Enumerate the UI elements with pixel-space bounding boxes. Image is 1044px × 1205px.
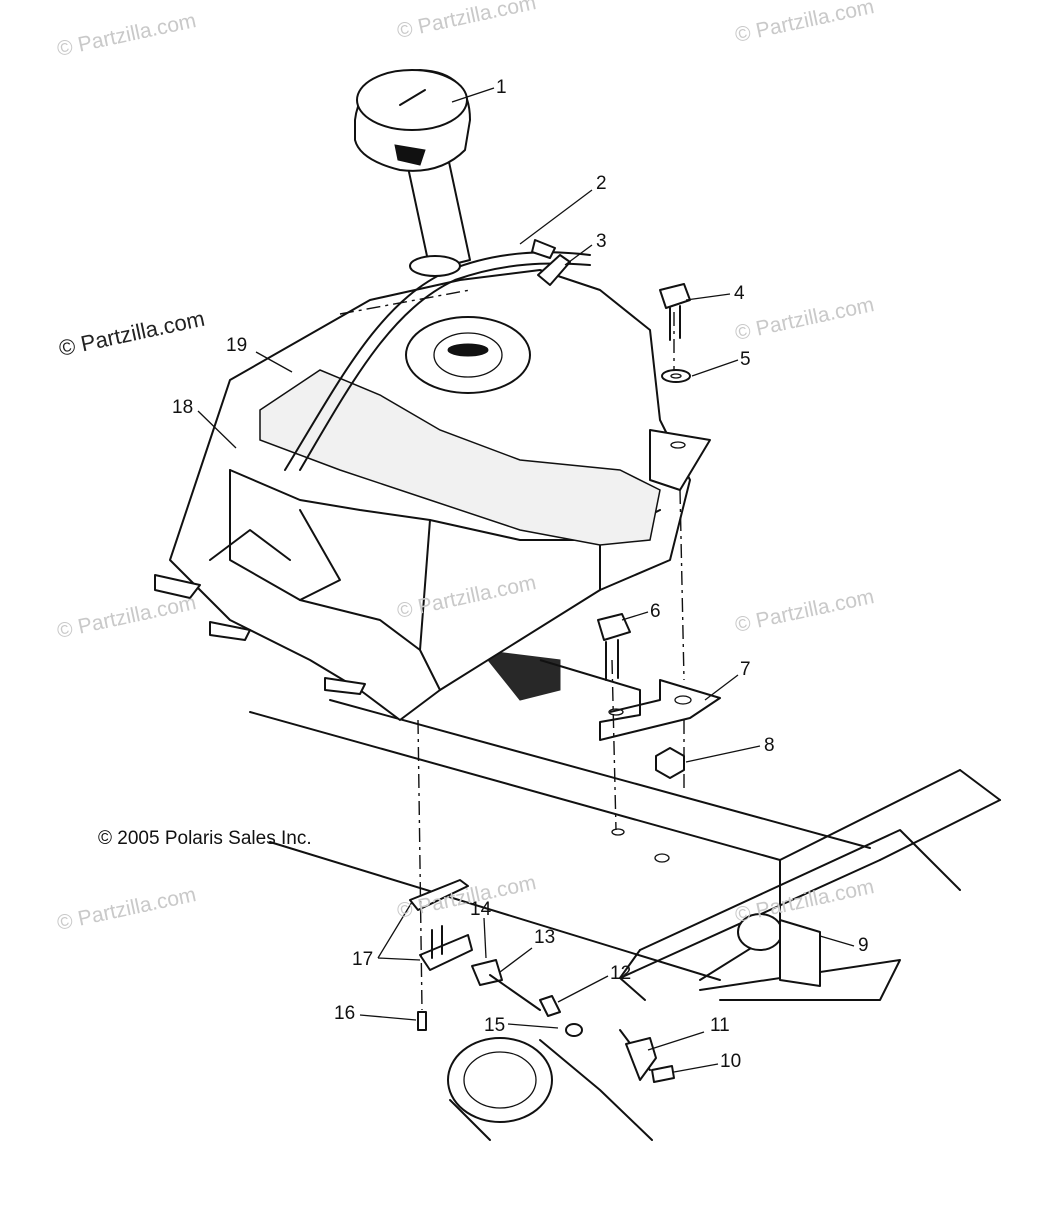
callout-1: 1 <box>496 77 507 98</box>
bolt-washer-drawing <box>659 283 691 383</box>
callout-6: 6 <box>650 601 661 622</box>
fitting-drawing <box>531 239 571 286</box>
callout-13: 13 <box>534 927 556 948</box>
callout-12: 12 <box>610 963 632 984</box>
callout-2: 2 <box>596 173 607 194</box>
callout-3: 3 <box>596 231 607 252</box>
callout-8: 8 <box>764 735 775 756</box>
callout-10: 10 <box>720 1051 742 1072</box>
callout-18: 18 <box>172 397 194 418</box>
callout-15: 15 <box>484 1015 506 1036</box>
callout-16: 16 <box>334 1003 356 1024</box>
tube-drawing <box>447 1037 553 1141</box>
callout-4: 4 <box>734 283 745 304</box>
callout-9: 9 <box>858 935 869 956</box>
bracket-drawing <box>478 649 721 741</box>
decal-drawing <box>737 913 821 987</box>
petcock-drawing <box>409 879 675 1083</box>
copyright-notice: © 2005 Polaris Sales Inc. <box>98 828 312 849</box>
callout-19: 19 <box>226 335 248 356</box>
callout-5: 5 <box>740 349 751 370</box>
leader-lines <box>197 87 855 1073</box>
callout-7: 7 <box>740 659 751 680</box>
callout-17: 17 <box>352 949 374 970</box>
callout-11: 11 <box>710 1015 730 1036</box>
center-lines <box>339 289 685 1011</box>
callout-14: 14 <box>470 899 492 920</box>
fuel-tank-drawing <box>154 269 711 721</box>
bolt-nut-drawing <box>597 613 685 779</box>
fuel-cap-drawing <box>354 69 471 277</box>
frame-drawing <box>249 699 1001 1141</box>
